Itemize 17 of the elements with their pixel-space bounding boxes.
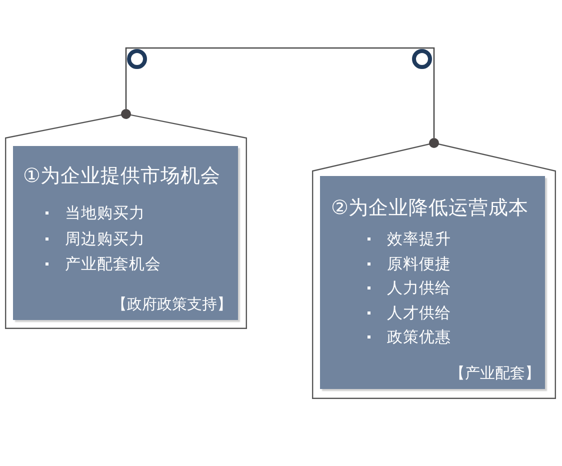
hanging-string [125, 47, 435, 138]
list-item: 产业配套机会 [65, 254, 161, 274]
list-item: 人力供给 [387, 278, 451, 298]
list-item: 人才供给 [387, 302, 451, 322]
list-item: 政策优惠 [387, 327, 451, 347]
list-item: 原料便捷 [387, 254, 451, 274]
panel-heading: ②为企业降低运营成本 [331, 196, 528, 220]
hang-tag [5, 109, 247, 329]
info-panel [13, 146, 238, 320]
list-item: 周边购买力 [65, 228, 145, 248]
list-item: 效率提升 [387, 229, 451, 249]
panel-heading: ①为企业提供市场机会 [23, 164, 220, 188]
bracket-note: 【产业配套】 [450, 364, 540, 382]
info-panel [320, 176, 545, 389]
list-item: 当地购买力 [65, 203, 145, 223]
hang-tag [312, 138, 556, 399]
bracket-note: 【政府政策支持】 [112, 295, 232, 313]
